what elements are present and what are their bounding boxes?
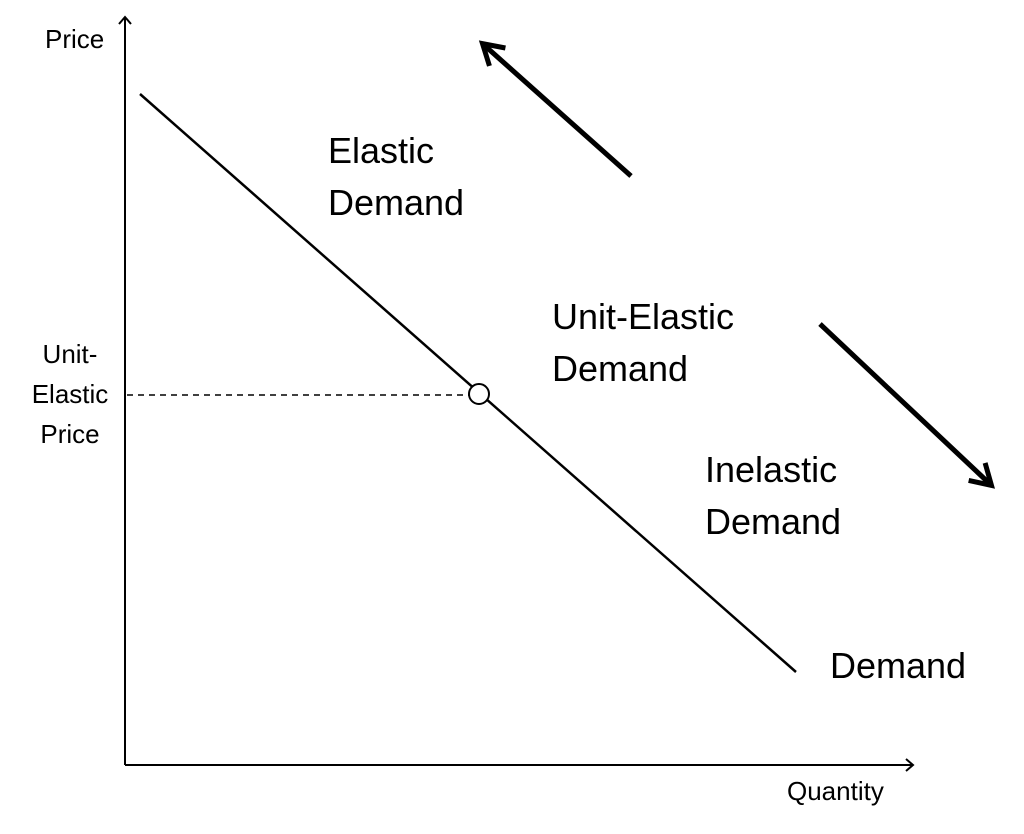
- elastic-demand-line-1: Elastic: [328, 130, 435, 171]
- inelastic-demand-line-1: Inelastic: [705, 449, 838, 490]
- elastic-demand-label: Elastic Demand: [328, 125, 464, 229]
- x-axis-label: Quantity: [787, 776, 884, 806]
- unit-elastic-price-label: Unit- Elastic Price: [22, 334, 118, 454]
- elastic-demand-line-2: Demand: [328, 182, 465, 223]
- y-axis-label: Price: [45, 24, 105, 54]
- demand-curve: [139, 93, 797, 673]
- inelastic-demand-line-2: Demand: [705, 501, 842, 542]
- unit-elastic-point: [468, 383, 490, 405]
- unit-elastic-price-line-3: Price: [40, 419, 100, 449]
- unit-elastic-demand-line-1: Unit-Elastic: [552, 296, 735, 337]
- unit-elastic-price-line-2: Elastic: [31, 379, 109, 409]
- inelastic-demand-label: Inelastic Demand: [705, 444, 841, 548]
- demand-curve-label: Demand: [830, 645, 967, 686]
- arrow-down-right: [818, 322, 995, 489]
- arrow-up-left: [478, 40, 633, 178]
- unit-elastic-demand-label: Unit-Elastic Demand: [552, 291, 734, 395]
- unit-elastic-demand-line-2: Demand: [552, 348, 689, 389]
- unit-elastic-price-line-1: Unit-: [42, 339, 98, 369]
